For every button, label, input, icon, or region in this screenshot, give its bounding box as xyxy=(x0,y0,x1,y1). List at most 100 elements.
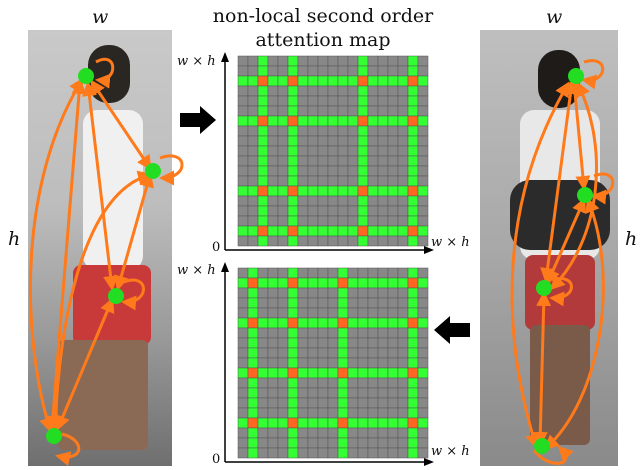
map-cell xyxy=(277,287,289,299)
map-cell xyxy=(387,407,399,419)
map-cell-highlight xyxy=(357,155,369,167)
map-cell-highlight xyxy=(277,115,289,127)
map-cell xyxy=(377,195,389,207)
map-cell xyxy=(357,357,369,369)
map-cell xyxy=(297,235,309,247)
map-cell xyxy=(397,427,409,439)
map-cell xyxy=(327,195,339,207)
map-cell xyxy=(327,105,339,117)
map-cell xyxy=(317,377,329,389)
map-cell xyxy=(357,287,369,299)
map-cell xyxy=(397,155,409,167)
map-cell xyxy=(237,407,249,419)
map-cell xyxy=(347,125,359,137)
map-cell-highlight xyxy=(337,407,349,419)
map-cell xyxy=(417,145,429,157)
map-cell xyxy=(337,175,349,187)
map-cell xyxy=(317,307,329,319)
map-cell-highlight xyxy=(307,317,319,329)
right-attention-graph xyxy=(510,79,605,450)
map-cell xyxy=(417,135,429,147)
map-cell xyxy=(397,397,409,409)
map-cell-highlight xyxy=(347,115,359,127)
map-cell-highlight xyxy=(357,145,369,157)
map-cell-highlight xyxy=(367,277,379,289)
map-cell xyxy=(297,377,309,389)
edge-head-hip xyxy=(81,81,119,291)
map-cell xyxy=(327,65,339,77)
map-cell-highlight xyxy=(347,367,359,379)
map-cell xyxy=(257,397,269,409)
map-cell xyxy=(377,357,389,369)
map-cell xyxy=(417,447,429,459)
map-cell xyxy=(377,387,389,399)
map-cell-highlight xyxy=(247,377,259,389)
map-cell xyxy=(367,65,379,77)
map-cell xyxy=(277,65,289,77)
map-cell-highlight xyxy=(277,75,289,87)
top-map-y-axis-label: w × h xyxy=(177,54,216,69)
map-cell xyxy=(307,65,319,77)
map-cell xyxy=(317,437,329,449)
map-cell xyxy=(377,437,389,449)
map-cell xyxy=(277,347,289,359)
map-cell xyxy=(307,377,319,389)
map-cell xyxy=(307,337,319,349)
map-cell-highlight xyxy=(367,185,379,197)
map-cell xyxy=(387,135,399,147)
map-cell xyxy=(277,205,289,217)
map-cell-highlight xyxy=(357,135,369,147)
map-cell xyxy=(277,145,289,157)
map-cell xyxy=(247,205,259,217)
map-cell xyxy=(347,397,359,409)
map-cell-highlight xyxy=(347,185,359,197)
map-cell-highlight xyxy=(317,185,329,197)
map-cell xyxy=(417,307,429,319)
map-cell-intersection xyxy=(407,75,419,87)
map-cell xyxy=(357,377,369,389)
map-cell xyxy=(267,65,279,77)
map-cell-highlight xyxy=(257,205,269,217)
map-cell-highlight xyxy=(247,115,259,127)
map-cell xyxy=(377,427,389,439)
map-cell-highlight xyxy=(397,75,409,87)
map-cell xyxy=(237,95,249,107)
map-cell xyxy=(237,267,249,279)
top-map-origin-label: 0 xyxy=(212,240,221,255)
bottom-map-x-axis-arrowhead xyxy=(424,458,434,466)
map-cell-highlight xyxy=(357,205,369,217)
map-cell-intersection xyxy=(287,185,299,197)
map-cell xyxy=(327,145,339,157)
map-cell-highlight xyxy=(247,387,259,399)
map-cell xyxy=(387,337,399,349)
map-cell xyxy=(417,155,429,167)
map-cell-highlight xyxy=(337,185,349,197)
map-cell-highlight xyxy=(407,85,419,97)
map-cell xyxy=(267,427,279,439)
map-cell xyxy=(317,235,329,247)
map-cell xyxy=(397,55,409,67)
map-cell xyxy=(387,427,399,439)
map-cell-highlight xyxy=(267,417,279,429)
map-cell xyxy=(307,145,319,157)
map-cell xyxy=(377,287,389,299)
map-cell xyxy=(247,235,259,247)
map-cell xyxy=(397,407,409,419)
map-cell-highlight xyxy=(327,367,339,379)
map-cell xyxy=(317,407,329,419)
map-cell xyxy=(357,447,369,459)
map-cell-highlight xyxy=(407,427,419,439)
map-cell xyxy=(277,307,289,319)
map-cell xyxy=(347,287,359,299)
map-cell-highlight xyxy=(267,185,279,197)
map-cell xyxy=(387,287,399,299)
map-cell-highlight xyxy=(287,357,299,369)
node-hip xyxy=(108,288,124,304)
map-cell xyxy=(367,105,379,117)
map-cell xyxy=(357,397,369,409)
map-cell xyxy=(257,407,269,419)
map-cell-highlight xyxy=(337,397,349,409)
map-cell xyxy=(367,347,379,359)
map-cell-highlight xyxy=(407,235,419,247)
map-cell xyxy=(337,155,349,167)
